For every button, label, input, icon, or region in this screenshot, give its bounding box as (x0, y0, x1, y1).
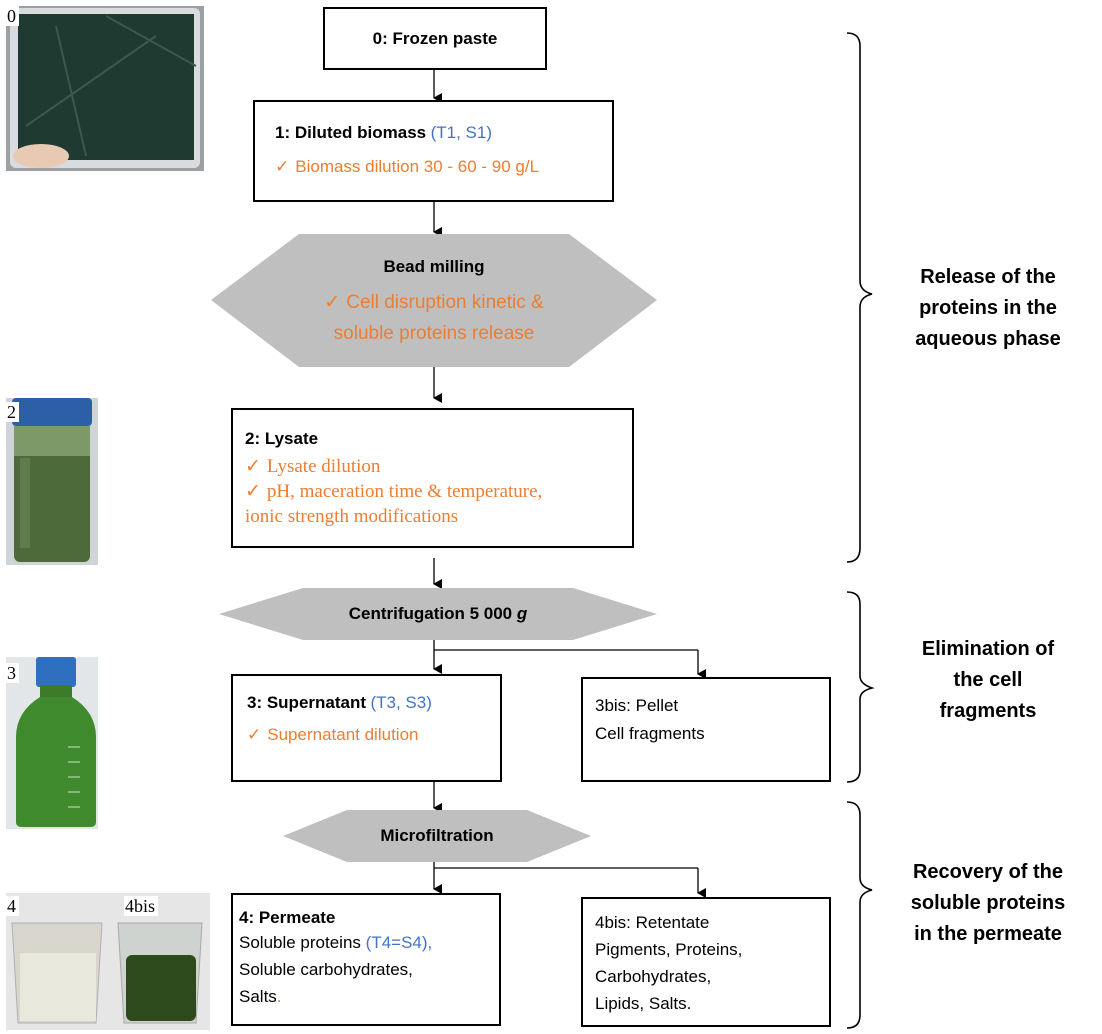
step3bis-pellet-box: 3bis: Pellet Cell fragments (581, 677, 831, 782)
step4bis-line-3: Carbohydrates, (595, 967, 712, 986)
step1-check-item: Biomass dilution 30 - 60 - 90 g/L (295, 157, 540, 176)
step2-title: 2: Lysate (245, 429, 319, 448)
photo-label-4bis: 4bis (124, 896, 159, 916)
step0-frozen-paste-box: 0: Frozen paste (323, 7, 547, 70)
checkmark-icon: ✓ (247, 725, 262, 744)
centrifugation-hexagon: Centrifugation 5 000 g (219, 588, 657, 640)
bead-milling-check-line-2: soluble proteins release (333, 323, 535, 344)
brace-release (846, 32, 873, 563)
step4-ref: (T4=S4), (365, 933, 433, 952)
phase-release-line-3: aqueous phase (915, 328, 1061, 350)
photo-lysate (6, 398, 98, 565)
phase-recovery-line-2: soluble proteins (910, 892, 1066, 914)
phase-elimination-line-3: fragments (939, 700, 1037, 722)
phase-recovery-label: Recovery of the soluble proteins in the … (876, 857, 1100, 950)
step4bis-line-2: Pigments, Proteins, (595, 940, 743, 959)
step1-diluted-biomass-box: 1: Diluted biomass (T1, S1) ✓ Biomass dil… (253, 100, 614, 202)
step3-title: 3: Supernatant (247, 693, 367, 712)
step4-title: 4: Permeate (239, 908, 336, 927)
photo-supernatant (6, 657, 98, 829)
checkmark-icon: ✓ (324, 292, 341, 313)
checkmark-icon: ✓ (245, 481, 261, 502)
phase-elimination-line-1: Elimination of (921, 638, 1055, 660)
brace-elimination (846, 591, 875, 783)
step4-line-3-period: . (276, 987, 282, 1006)
step3-ref: (T3, S3) (370, 693, 432, 712)
bead-milling-hexagon: Bead milling ✓Cell disruption kinetic & … (211, 234, 657, 367)
step3bis-line-1: 3bis: Pellet (595, 696, 679, 715)
phase-release-line-2: proteins in the (919, 297, 1057, 319)
step1-title: 1: Diluted biomass (275, 123, 427, 142)
bead-milling-check-line-1: Cell disruption kinetic & (346, 292, 544, 313)
step4-line-2: Soluble carbohydrates, (239, 960, 413, 979)
phase-release-line-1: Release of the (920, 266, 1056, 288)
step0-title: 0: Frozen paste (372, 28, 498, 48)
step2-check-1: Lysate dilution (266, 456, 381, 477)
step3bis-line-2: Cell fragments (595, 724, 705, 743)
step3-supernatant-box: 3: Supernatant (T3, S3) ✓ Supernatant dil… (231, 674, 502, 782)
step4-line-1: Soluble proteins (239, 933, 361, 952)
step3-check-item: Supernatant dilution (267, 725, 419, 744)
bead-milling-title: Bead milling (383, 257, 485, 276)
photo-permeate-retentate (6, 893, 210, 1030)
step2-check-2-line-1: pH, maceration time & temperature, (266, 481, 543, 502)
centrifugation-label: Centrifugation 5 000 (348, 604, 513, 623)
photo-frozen-paste (6, 6, 204, 171)
phase-recovery-line-3: in the permeate (914, 923, 1062, 945)
step2-check-2-line-2: ionic strength modifications (245, 506, 459, 527)
microfiltration-label: Microfiltration (380, 826, 494, 845)
step4bis-retentate-box: 4bis: Retentate Pigments, Proteins, Carb… (581, 897, 831, 1027)
brace-recovery (846, 801, 873, 1029)
step4-permeate-box: 4: Permeate Soluble proteins (T4=S4), So… (231, 893, 501, 1026)
step1-ref: (T1, S1) (430, 123, 492, 142)
step2-lysate-box: 2: Lysate ✓Lysate dilution ✓pH, macerati… (231, 408, 634, 548)
step4bis-line-4: Lipids, Salts. (595, 994, 692, 1013)
step4-line-3: Salts (239, 987, 277, 1006)
photo-label-4: 4 (6, 896, 19, 916)
phase-elimination-line-2: the cell (953, 669, 1023, 691)
photo-label-3: 3 (6, 663, 19, 683)
microfiltration-hexagon: Microfiltration (283, 810, 591, 862)
photo-label-0: 0 (6, 6, 19, 26)
phase-elimination-label: Elimination of the cell fragments (876, 634, 1100, 727)
phase-recovery-line-1: Recovery of the (912, 861, 1064, 883)
checkmark-icon: ✓ (275, 157, 290, 176)
phase-release-label: Release of the proteins in the aqueous p… (876, 262, 1100, 355)
photo-label-2: 2 (6, 402, 19, 422)
step4bis-line-1: 4bis: Retentate (595, 913, 710, 932)
centrifugation-g-unit: g (516, 604, 528, 623)
checkmark-icon: ✓ (245, 456, 261, 477)
